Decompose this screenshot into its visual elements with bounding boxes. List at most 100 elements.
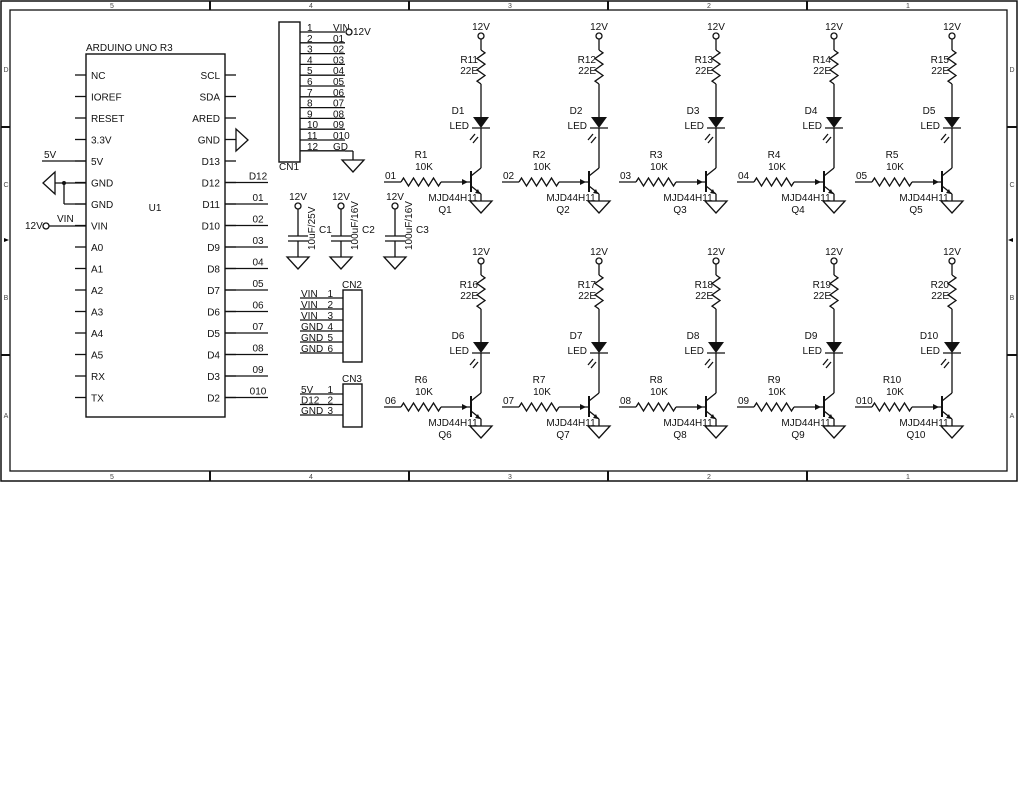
zone-row-label: C — [3, 182, 8, 189]
led-resistor-ref: R19 — [813, 280, 832, 291]
transistor-ref: Q3 — [673, 205, 687, 216]
led-resistor — [475, 274, 487, 310]
base-resistor-ref: R4 — [768, 150, 781, 161]
led-resistor-value: 22E — [813, 291, 831, 302]
pin-number: 1 — [307, 23, 313, 34]
arduino-pin-label: A4 — [91, 329, 104, 340]
led-resistor-value: 22E — [578, 291, 596, 302]
pin-net: GD — [333, 142, 348, 153]
led-resistor — [593, 49, 605, 85]
pin-number: 6 — [327, 344, 333, 355]
center-mark-icon — [1008, 238, 1013, 242]
arduino-pin-label: ARED — [192, 114, 220, 125]
arduino-pin-label: 5V — [91, 157, 104, 168]
light-arrow — [825, 136, 832, 144]
light-arrow — [940, 358, 947, 366]
base-resistor-value: 10K — [886, 387, 904, 398]
power-terminal-icon — [712, 32, 720, 40]
emitter-arrow-icon — [593, 414, 598, 419]
input-net-label: 09 — [738, 396, 750, 407]
ground-icon — [328, 256, 354, 270]
light-arrow — [469, 358, 476, 366]
zone-column-label: 1 — [906, 3, 910, 10]
led-icon — [826, 117, 842, 128]
arduino-pin-label: GND — [198, 136, 220, 147]
pin-number: 3 — [327, 406, 333, 417]
base-resistor — [753, 401, 795, 413]
outer-border — [0, 0, 1018, 482]
supply-label: 12V — [353, 27, 371, 38]
pin-number: 7 — [307, 88, 313, 99]
base-resistor — [871, 176, 913, 188]
led-resistor-value: 22E — [931, 291, 949, 302]
transistor-part: MJD44H11 — [899, 418, 949, 429]
ground-icon — [939, 425, 965, 439]
led-resistor — [946, 274, 958, 310]
signal-arrow-icon — [933, 179, 939, 185]
input-net-label: 07 — [503, 396, 515, 407]
pin-number: 5 — [327, 333, 333, 344]
pin-number: 3 — [327, 311, 333, 322]
transistor-part: MJD44H11 — [663, 418, 713, 429]
led-resistor-ref: R15 — [931, 55, 950, 66]
led-value: LED — [568, 346, 587, 357]
emitter-arrow-icon — [710, 414, 715, 419]
pin-net: 03 — [333, 55, 345, 66]
base-resistor-ref: R6 — [415, 375, 428, 386]
led-resistor-ref: R17 — [578, 280, 597, 291]
zone-column-label: 4 — [309, 474, 313, 481]
led-icon — [591, 117, 607, 128]
emitter-arrow-icon — [710, 189, 715, 194]
cn1-body — [278, 21, 301, 163]
signal-arrow-icon — [580, 179, 586, 185]
pin-number: 1 — [327, 385, 333, 396]
ground-icon — [703, 200, 729, 214]
signal-arrow-icon — [933, 404, 939, 410]
supply-label: 12V — [332, 192, 350, 203]
supply-label: 12V — [289, 192, 307, 203]
emitter-arrow-icon — [946, 189, 951, 194]
led-icon — [944, 342, 960, 353]
led-value: LED — [921, 346, 940, 357]
arduino-pin-label: D7 — [207, 286, 220, 297]
pin-net: GND — [301, 322, 323, 333]
pin-net: 01 — [333, 34, 345, 45]
zone-row-label: D — [3, 67, 8, 74]
transistor-part: MJD44H11 — [899, 193, 949, 204]
light-arrow — [472, 361, 479, 369]
transistor-ref: Q7 — [556, 430, 570, 441]
arduino-pin-label: A3 — [91, 308, 104, 319]
transistor-ref: Q10 — [907, 430, 926, 441]
arduino-pin-label: A0 — [91, 243, 104, 254]
led-resistor-value: 22E — [813, 66, 831, 77]
arduino-pin-label: SDA — [199, 93, 220, 104]
arduino-pin-label: D3 — [207, 372, 220, 383]
power-terminal-icon — [345, 28, 353, 36]
arduino-pin-label: D12 — [202, 179, 221, 190]
led-resistor-ref: R11 — [460, 55, 478, 66]
junction-dot — [62, 181, 66, 185]
transistor-part: MJD44H11 — [428, 418, 478, 429]
arduino-pin-label: IOREF — [91, 93, 122, 104]
zone-column-label: 2 — [707, 474, 711, 481]
power-terminal-icon — [830, 32, 838, 40]
pin-number: 11 — [307, 131, 318, 142]
collector — [705, 392, 717, 402]
transistor-part: MJD44H11 — [546, 193, 596, 204]
net-label: 09 — [252, 365, 264, 376]
collector — [588, 167, 600, 177]
led-ref: D8 — [687, 331, 700, 342]
pin-net: VIN — [301, 300, 318, 311]
capacitor-value: 100uF/16V — [350, 201, 361, 250]
base-resistor — [518, 176, 560, 188]
led-resistor-value: 22E — [460, 66, 478, 77]
pin-number: 4 — [307, 55, 313, 66]
supply-label: 12V — [707, 247, 725, 258]
pin-net: 010 — [333, 131, 350, 142]
input-net-label: 010 — [856, 396, 873, 407]
capacitor-value: 100uF/16V — [404, 201, 415, 250]
